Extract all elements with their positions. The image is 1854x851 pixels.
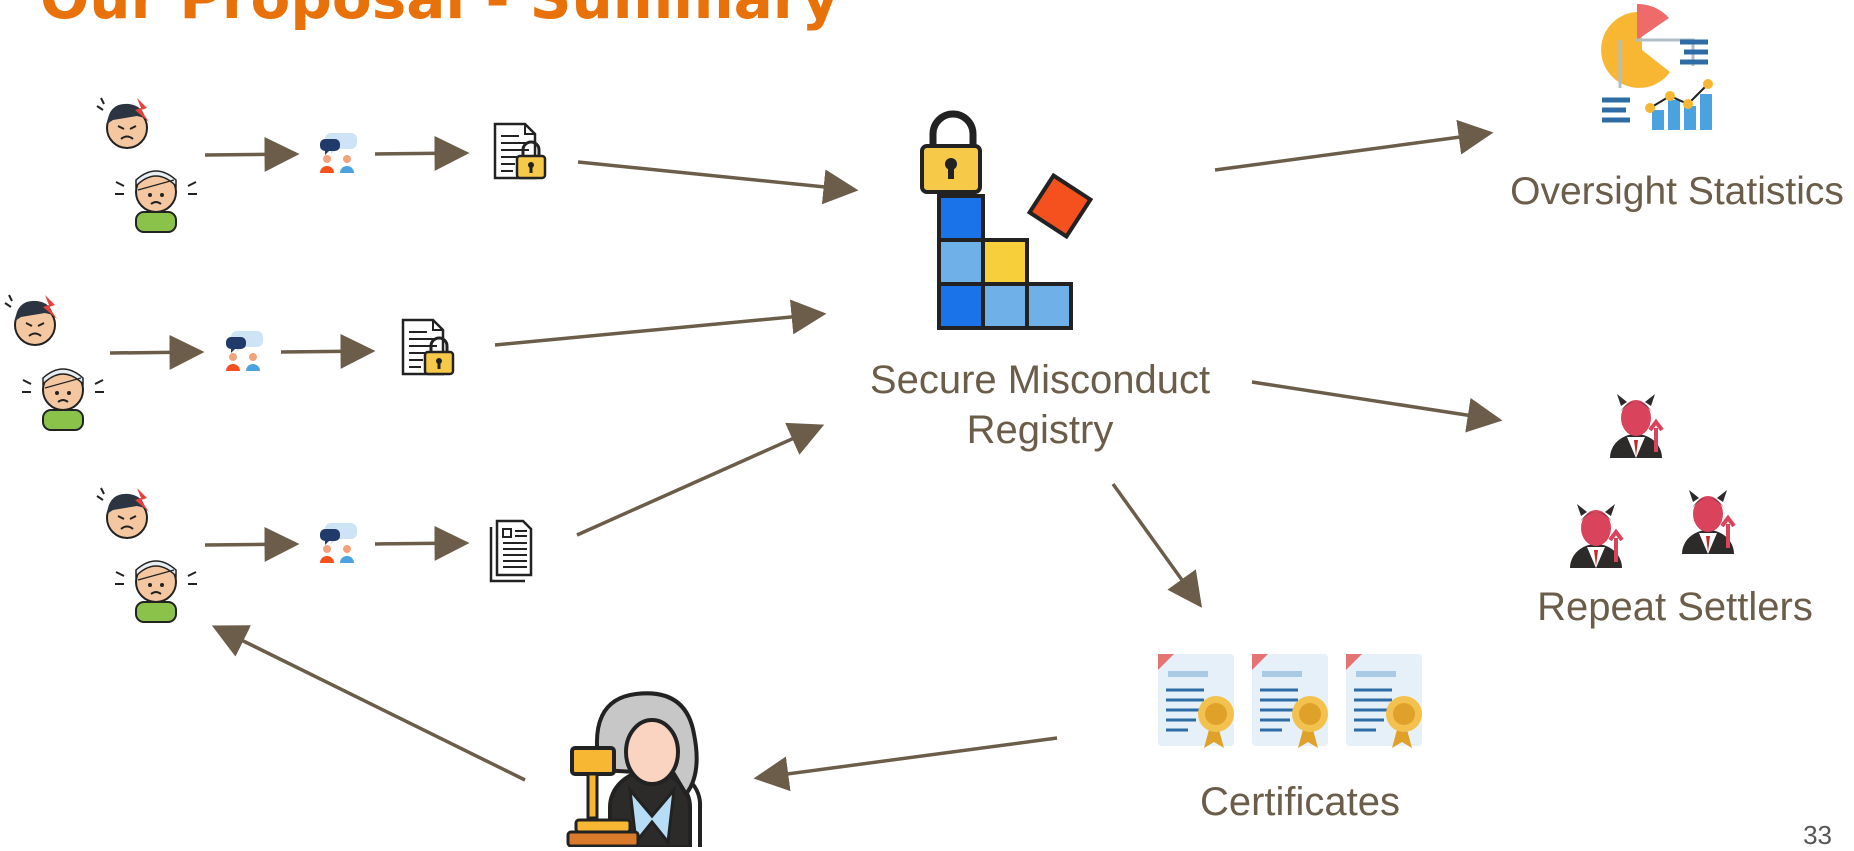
statistics-chart-icon [1601, 3, 1713, 130]
arrow-registry-to-certificates [1111, 482, 1203, 608]
registry-label-line2: Registry [966, 408, 1114, 452]
arrow-row3-to-document [374, 525, 470, 561]
document-icon [489, 519, 533, 583]
mediation-icon [320, 133, 357, 173]
angry-person-icon [96, 487, 150, 539]
registry-label: Secure Misconduct Registry [840, 355, 1240, 455]
certificates-icon [1158, 654, 1422, 748]
angry-person-icon [96, 97, 150, 149]
registry-blocks-icon [920, 110, 1094, 330]
slide-title: Our Proposal - Summary [40, 0, 839, 32]
certificates-label: Certificates [1199, 780, 1401, 824]
victim-pair-row3 [96, 487, 198, 623]
arrow-certificates-to-judge [753, 736, 1058, 792]
mediation-icon [226, 331, 263, 371]
arrow-row1-to-mediation [204, 136, 300, 172]
arrow-row2-to-document [280, 333, 376, 369]
registry-label-line1: Secure Misconduct [869, 358, 1211, 402]
arrow-row1-to-registry [577, 160, 859, 205]
judge-icon [566, 691, 703, 847]
arrow-registry-to-oversight [1214, 119, 1494, 172]
arrow-judge-to-victims [211, 625, 526, 782]
page-number: 33 [1803, 820, 1832, 850]
arrow-row2-to-mediation [109, 334, 205, 370]
injured-person-icon [114, 170, 198, 233]
arrow-row1-to-document [374, 135, 470, 171]
arrow-row3-to-registry [576, 422, 825, 537]
victim-pair-row2 [4, 294, 105, 431]
injured-person-icon [114, 560, 198, 623]
arrow-registry-to-settlers [1251, 380, 1503, 433]
mediation-icon [320, 523, 357, 563]
repeat-settlers-label: Repeat Settlers [1537, 585, 1813, 629]
repeat-settlers-icon [1568, 392, 1736, 570]
arrow-row3-to-mediation [204, 526, 300, 562]
arrow-row2-to-registry [494, 299, 827, 347]
locked-document-icon [401, 318, 455, 376]
locked-document-icon [493, 122, 547, 180]
oversight-statistics-label: Oversight Statistics [1510, 170, 1844, 213]
victim-pair-row1 [96, 97, 198, 233]
injured-person-icon [21, 368, 105, 431]
angry-person-icon [4, 294, 58, 346]
